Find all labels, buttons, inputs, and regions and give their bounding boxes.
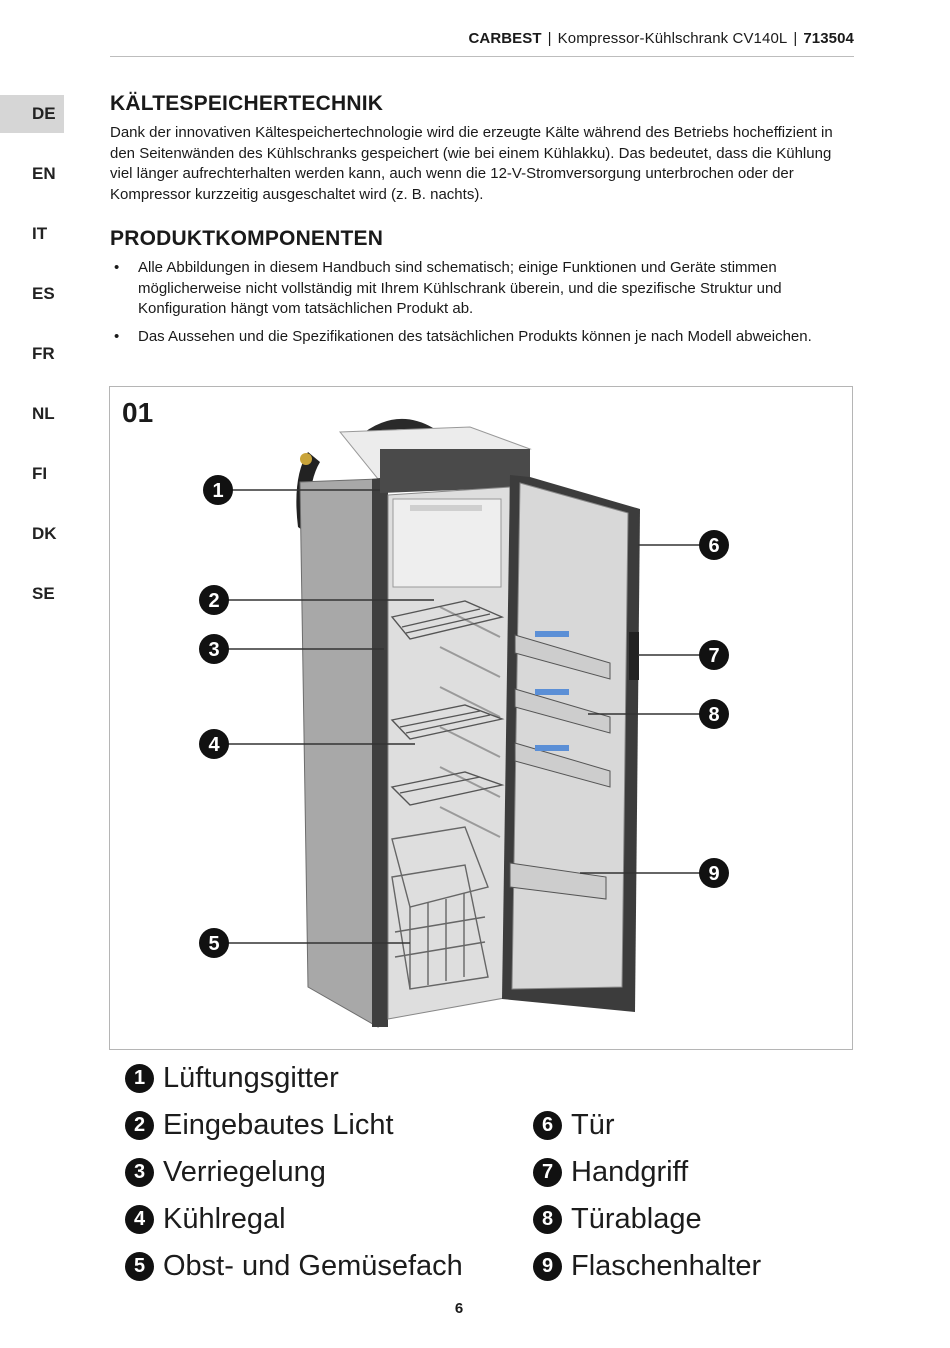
language-nav: DE EN IT ES FR NL FI DK SE — [0, 95, 64, 635]
freezer-compartment — [392, 498, 502, 588]
callout-5 — [199, 928, 229, 958]
bullet-text: Alle Abbildungen in diesem Handbuch sind… — [138, 259, 782, 317]
callout-label: 4 — [208, 734, 220, 756]
callout-lines — [228, 489, 700, 944]
legend-item: 6 Tür — [533, 1109, 615, 1142]
legend-label: Verriegelung — [163, 1156, 326, 1188]
callout-label: 1 — [212, 480, 223, 502]
page-header: CARBEST | Kompressor-Kühlschrank CV140L | 71… — [110, 30, 854, 47]
legend-item: 8 Türablage — [533, 1203, 702, 1236]
header-separator: | — [547, 30, 552, 47]
cooling-shelves — [390, 600, 505, 806]
figure-number: 01 — [122, 397, 154, 428]
callout-3 — [199, 634, 229, 664]
legend-item: 1 Lüftungsgitter — [125, 1062, 339, 1095]
legend-label: Flaschenhalter — [571, 1250, 762, 1282]
callout-markers — [199, 475, 729, 958]
legend-item: 2 Eingebautes Licht — [125, 1109, 394, 1142]
callout-label: 8 — [708, 704, 719, 726]
legend-item: 7 Handgriff — [533, 1156, 688, 1189]
door-shelves — [509, 631, 611, 900]
legend-label: Obst- und Gemüsefach — [163, 1250, 463, 1282]
legend-item: 5 Obst- und Gemüsefach — [125, 1250, 463, 1283]
door-handle — [629, 632, 639, 680]
lang-tab-fi[interactable]: FI — [32, 464, 48, 483]
built-in-light — [410, 505, 482, 511]
callout-7 — [699, 640, 729, 670]
legend-label: Türablage — [571, 1203, 702, 1235]
callout-label: 9 — [708, 863, 719, 885]
callout-label: 5 — [208, 933, 219, 955]
brand-name: CARBEST — [468, 30, 542, 47]
legend-number: 4 — [125, 1205, 154, 1234]
vegetable-drawer — [391, 826, 489, 990]
legend-number: 5 — [125, 1252, 154, 1281]
callout-label: 6 — [708, 535, 719, 557]
shelf-rails — [439, 606, 501, 838]
components-bullet-list: • Alle Abbildungen in diesem Handbuch sin… — [110, 258, 854, 354]
callout-8 — [699, 699, 729, 729]
section-title-cold-storage: KÄLTESPEICHERTECHNIK — [110, 92, 384, 115]
lang-tab-nl[interactable]: NL — [32, 404, 55, 423]
legend-item: 9 Flaschenhalter — [533, 1250, 761, 1283]
callout-6 — [699, 530, 729, 560]
legend-item: 4 Kühlregal — [125, 1203, 286, 1236]
legend-number: 2 — [125, 1111, 154, 1140]
connector — [300, 453, 312, 465]
callout-label: 2 — [208, 590, 219, 612]
legend-number: 6 — [533, 1111, 562, 1140]
header-divider — [110, 56, 854, 57]
bullet-symbol: • — [114, 327, 120, 345]
lang-tab-se[interactable]: SE — [32, 584, 55, 603]
door-inner — [511, 482, 629, 990]
legend-label: Eingebautes Licht — [163, 1109, 394, 1141]
section-text-cold-storage: Dank der innovativen Kältespeichertechno… — [110, 124, 833, 203]
lang-tab-es[interactable]: ES — [32, 284, 55, 303]
legend-label: Handgriff — [571, 1156, 689, 1188]
legend-label: Kühlregal — [163, 1203, 286, 1235]
callout-2 — [199, 585, 229, 615]
callout-9 — [699, 858, 729, 888]
legend-number: 7 — [533, 1158, 562, 1187]
legend-number: 3 — [125, 1158, 154, 1187]
product-code: 713504 — [803, 30, 854, 47]
product-name: Kompressor-Kühlschrank CV140L — [557, 30, 788, 47]
fridge-illustration: 1 2 3 4 5 6 7 8 9 — [199, 419, 729, 1028]
list-item: • Alle Abbildungen in diesem Handbuch sin… — [110, 258, 854, 320]
callout-labels: 1 2 3 4 5 6 7 8 9 — [208, 480, 719, 955]
section-title-components: PRODUKTKOMPONENTEN — [110, 227, 384, 250]
figure-fridge-components: 01 — [109, 386, 853, 1050]
legend-item: 3 Verriegelung — [125, 1156, 326, 1189]
header-separator: | — [793, 30, 798, 47]
lang-tab-fr[interactable]: FR — [32, 344, 55, 363]
legend-number: 9 — [533, 1252, 562, 1281]
front-frame — [372, 477, 388, 1027]
bottle-holder — [509, 862, 607, 900]
callout-1 — [203, 475, 233, 505]
legend-number: 8 — [533, 1205, 562, 1234]
lang-tab-en[interactable]: EN — [32, 164, 56, 183]
list-item: • Das Aussehen und die Spezifikationen de… — [110, 327, 854, 348]
legend-number: 1 — [125, 1064, 154, 1093]
top-band — [380, 449, 530, 493]
legend-label: Lüftungsgitter — [163, 1062, 339, 1094]
legend-label: Tür — [571, 1109, 615, 1141]
lang-tab-de[interactable]: DE — [0, 95, 64, 133]
lang-tab-it[interactable]: IT — [32, 224, 48, 243]
callout-4 — [199, 729, 229, 759]
bullet-symbol: • — [114, 259, 120, 276]
lang-tab-dk[interactable]: DK — [32, 524, 57, 543]
bullet-text: Das Aussehen und die Spezifikationen des… — [138, 327, 812, 345]
side-wall — [299, 478, 379, 1028]
component-legend: 1 Lüftungsgitter 2 Eingebautes Licht 3 Verr… — [125, 1058, 865, 1298]
page-number: 6 — [454, 1300, 464, 1317]
callout-label: 3 — [208, 639, 219, 661]
callout-label: 7 — [708, 645, 719, 667]
